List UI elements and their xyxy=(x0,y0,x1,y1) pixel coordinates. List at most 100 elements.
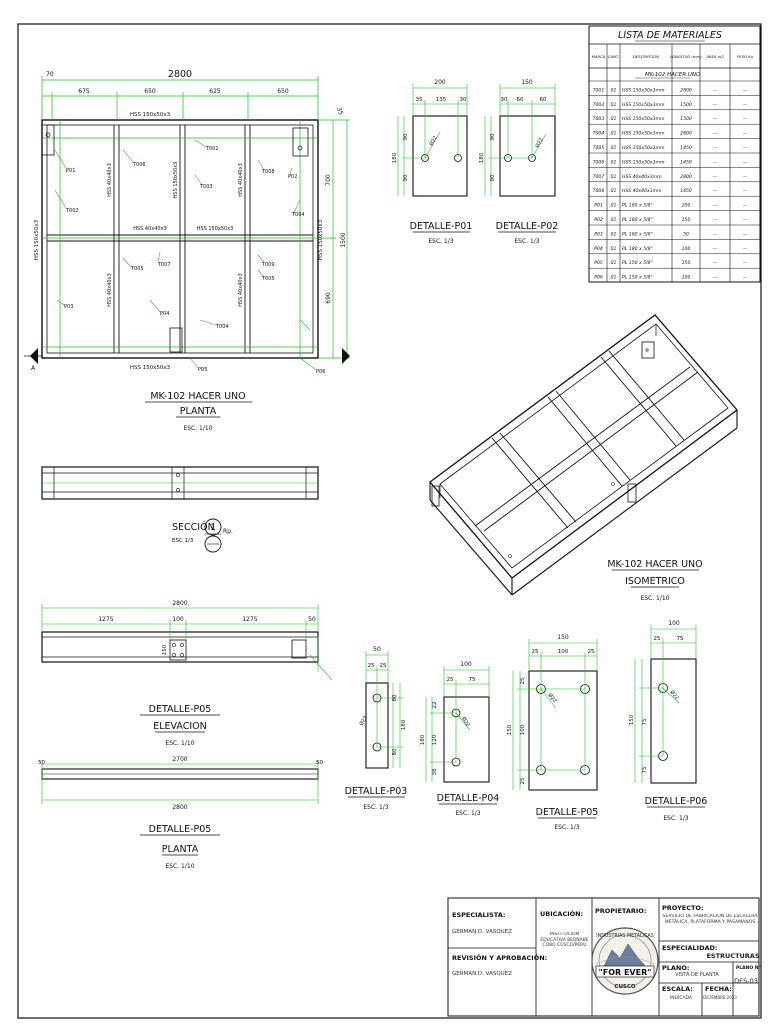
p06-top-dim-1: 75 xyxy=(677,636,684,642)
p01-overall-width: 200 xyxy=(434,79,446,86)
materials-cell: — xyxy=(713,117,718,122)
plan-p05-end-1: 50 xyxy=(316,760,323,766)
p06-top-dim-0: 25 xyxy=(654,636,661,642)
location-label: UBICACIÓN: xyxy=(540,909,583,918)
p02-top-dim-0: 30 xyxy=(501,97,508,103)
tag-p01: P01 xyxy=(66,168,75,174)
detail-p02-view: 150 30 60 60 90 90 180 Ø22 DETALLE-P02 E… xyxy=(479,79,558,245)
title-block: ESPECIALISTA: GERMAN D. VASQUEZ REVISIÓN… xyxy=(447,897,761,1017)
materials-cell: 2800 xyxy=(680,131,692,137)
materials-cell: 2800 xyxy=(680,174,692,180)
section-title: SECCIÓN xyxy=(172,521,215,533)
materials-cell: HSS 150x50x3mm xyxy=(622,145,665,151)
p04-scale: ESC. 1/3 xyxy=(455,810,480,817)
tag-t005b: T005 xyxy=(261,276,275,282)
plan-value: VISTA DE PLANTA xyxy=(675,972,719,978)
materials-cell: 2800 xyxy=(680,87,692,93)
materials-cell: 01 xyxy=(611,102,617,108)
materials-cell: — xyxy=(743,117,748,122)
materials-cell: 01 xyxy=(611,203,617,209)
elevation-p05-view: 2800 1275 100 1275 50 150 DETALLE-P05 EL… xyxy=(41,600,333,747)
materials-cell: — xyxy=(713,146,718,151)
materials-cell: — xyxy=(713,160,718,165)
materials-column-header: DESCRIPCION xyxy=(633,54,659,59)
materials-cell: 100 xyxy=(682,275,691,281)
materials-cell: — xyxy=(713,88,718,93)
p01-top-dim-0: 35 xyxy=(416,97,423,103)
elev-overall: 2800 xyxy=(172,600,187,607)
section-scale: ESC 1/3 xyxy=(172,538,194,544)
section-mark-a: A xyxy=(31,365,36,372)
tag-p03: P03 xyxy=(64,304,73,310)
elev-dim-3: 50 xyxy=(308,616,316,623)
materials-cell: — xyxy=(743,261,748,266)
p05-top-dim-2: 25 xyxy=(588,649,595,655)
materials-cell: 01 xyxy=(611,145,617,151)
materials-cell: 01 xyxy=(611,217,617,223)
materials-cell: 01 xyxy=(611,231,617,237)
materials-cell: — xyxy=(713,204,718,209)
materials-column-header: MARCA xyxy=(592,54,606,59)
materials-cell: 01 xyxy=(611,116,617,122)
section-view: SECCIÓN 1 Rp. ESC 1/3 xyxy=(41,466,319,553)
scale-value: INDICADA xyxy=(670,995,693,1001)
specialist-label: ESPECIALISTA: xyxy=(452,911,505,919)
materials-cell: 01 xyxy=(611,87,617,93)
materials-cell: — xyxy=(743,218,748,223)
materials-cell: 1450 xyxy=(680,145,692,151)
p03-top-dim-0: 25 xyxy=(368,663,375,669)
materials-cell: — xyxy=(743,132,748,137)
materials-cell: T002 xyxy=(593,102,605,108)
label-mid-beam-center: HSS 150x50x3 xyxy=(197,226,234,232)
materials-cell: PL 180 x 5/8" xyxy=(622,217,653,223)
project-value: SERVICIO DE FABRICACIÓN DE ESCALERA METÁ… xyxy=(662,914,758,925)
materials-cell: — xyxy=(743,204,748,209)
p06-overall-width: 100 xyxy=(668,620,680,627)
materials-cell: — xyxy=(713,103,718,108)
plan-right-dim-2: 690 xyxy=(325,292,332,304)
p01-bolt: Ø22 xyxy=(428,135,439,147)
elev-scale: ESC. 1/10 xyxy=(165,740,194,747)
section-sheet-ref: Rp. xyxy=(223,528,233,535)
tag-p06: P06 xyxy=(316,369,325,375)
tag-t006: T006 xyxy=(132,162,146,168)
tag-t002: T002 xyxy=(65,208,79,214)
scale-label: ESCALA: xyxy=(662,985,693,993)
plan-title: MK-102 HACER UNO xyxy=(150,391,245,402)
tag-p02: P02 xyxy=(288,174,297,180)
tag-t003: T003 xyxy=(199,184,213,190)
plan-right-dim-0: 35 xyxy=(335,106,344,116)
p03-side-0: 80 xyxy=(392,694,398,701)
detail-p03-view: 50 25 25 80 80 180 Ø22 DETALLE-P03 ESC. … xyxy=(345,646,408,811)
plan-overall-width: 2800 xyxy=(168,69,192,80)
materials-cell: T003 xyxy=(593,116,605,122)
elev-dim-2: 1275 xyxy=(242,616,257,623)
materials-cell: P05 xyxy=(594,260,603,266)
materials-cell: 01 xyxy=(611,275,617,281)
elev-side: 150 xyxy=(162,644,168,655)
materials-title: LISTA DE MATERIALES xyxy=(618,30,722,41)
materials-cell: 01 xyxy=(611,246,617,252)
plan-right-dim-1: 700 xyxy=(325,174,332,186)
p04-top-dim-1: 75 xyxy=(469,677,476,683)
materials-cell: HSS 40x40x3mm xyxy=(622,174,662,180)
p02-top-dim-2: 60 xyxy=(540,97,547,103)
p01-side-0: 90 xyxy=(403,133,409,140)
project-label: PROYECTO: xyxy=(662,904,704,912)
materials-cell: 01 xyxy=(611,174,617,180)
plan-dim-3: 625 xyxy=(209,88,221,95)
logo-top-text: INDUSTRIAS METALICAS xyxy=(596,933,654,939)
p04-title: DETALLE-P04 xyxy=(437,793,500,804)
materials-cell: PL 150 x 5/8" xyxy=(622,275,653,281)
plan-dim-2: 650 xyxy=(144,88,156,95)
